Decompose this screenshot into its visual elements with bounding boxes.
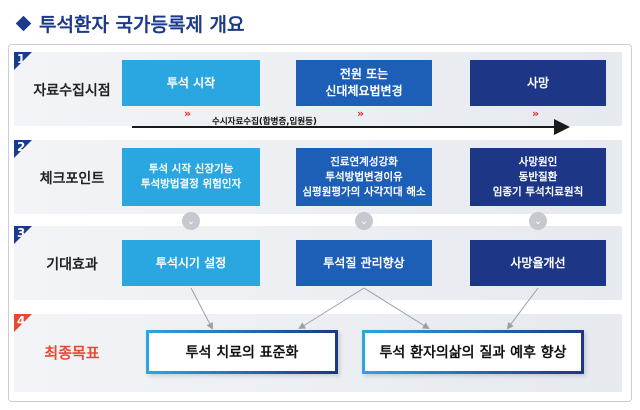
- box-effect-timing: 투석시기 설정: [122, 240, 260, 286]
- connector-4: [506, 287, 539, 330]
- goal-quality-of-life: 투석 환자의삶의 질과 예후 향상: [362, 330, 584, 374]
- connector-1: [190, 287, 213, 330]
- chevron-down-icon: »: [357, 107, 365, 120]
- box-dialysis-start: 투석 시작: [122, 60, 260, 106]
- box-effect-mortality: 사망율개선: [470, 240, 606, 286]
- row-label-1: 자료수집시점: [33, 83, 111, 99]
- row-label-2: 체크포인트: [39, 171, 105, 187]
- box-effect-quality: 투석질 관리향상: [296, 240, 432, 286]
- circle-chevron-down-icon: ⌄: [182, 212, 200, 230]
- row-label-4: 최종목표: [44, 344, 100, 362]
- goal-standardization: 투석 치료의 표준화: [146, 330, 338, 374]
- box-checkpoint-transfer: 진료연계성강화 투석방법변경이유 심평원평가의 사각지대 해소: [296, 148, 432, 206]
- box-checkpoint-death: 사망원인 동반질환 임종기 투석치료원칙: [470, 148, 606, 206]
- chevron-down-icon: »: [532, 107, 540, 120]
- page-title: 투석환자 국가등록제 개요: [14, 10, 245, 36]
- connector-2: [298, 287, 365, 330]
- box-transfer-or-change: 전원 또는 신대체요법변경: [296, 60, 432, 106]
- row-label-3: 기대효과: [46, 257, 98, 273]
- page-title-text: 투석환자 국가등록제 개요: [39, 13, 245, 36]
- box-checkpoint-start: 투석 시작 신장기능 투석방법결정 위험인자: [122, 148, 260, 206]
- circle-chevron-down-icon: ⌄: [355, 212, 373, 230]
- timeline-note: 수시자료수집(합병증,입원등): [212, 117, 317, 127]
- chevron-down-icon: »: [184, 107, 192, 120]
- connector-3: [363, 287, 430, 330]
- box-death: 사망: [470, 60, 606, 106]
- circle-chevron-down-icon: ⌄: [529, 212, 547, 230]
